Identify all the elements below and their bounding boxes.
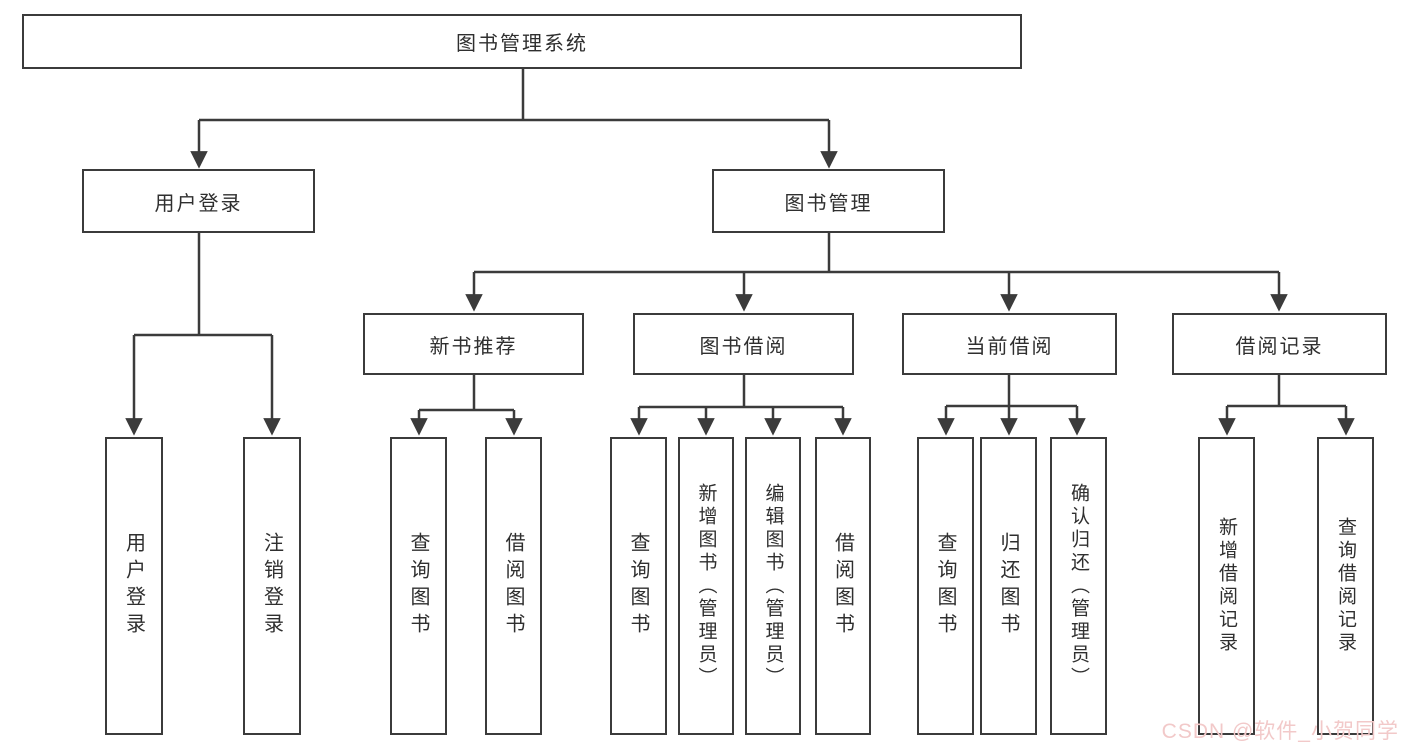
edge-borrowrecord-to-leaves	[1218, 375, 1355, 436]
edge-newbook-to-leaves	[410, 375, 523, 436]
leaf-record-query-borrow-record: 查询借阅记录	[1317, 437, 1374, 735]
edge-bookborrow-to-leaves	[630, 375, 852, 436]
leaf-borrow-query-book: 查询图书	[610, 437, 667, 735]
leaf-record-add-borrow-record: 新增借阅记录	[1198, 437, 1255, 735]
node-user-login: 用户登录	[82, 169, 315, 233]
leaf-borrow-borrow-book: 借阅图书	[815, 437, 871, 735]
leaf-borrow-edit-book-admin: 编辑图书（管理员）	[745, 437, 801, 735]
leaf-newbook-borrow-book: 借阅图书	[485, 437, 542, 735]
node-book-borrow: 图书借阅	[633, 313, 854, 375]
node-current-borrow: 当前借阅	[902, 313, 1117, 375]
leaf-logout: 注销登录	[243, 437, 301, 735]
node-new-book-recommend: 新书推荐	[363, 313, 584, 375]
leaf-newbook-query-book: 查询图书	[390, 437, 447, 735]
leaf-current-return-book: 归还图书	[980, 437, 1037, 735]
edge-currentborrow-to-leaves	[937, 375, 1086, 436]
leaf-user-login: 用户登录	[105, 437, 163, 735]
edge-userlogin-to-leaves	[125, 233, 281, 436]
node-borrow-record: 借阅记录	[1172, 313, 1387, 375]
leaf-current-query-book: 查询图书	[917, 437, 974, 735]
csdn-watermark: CSDN @软件_小贺同学	[1161, 720, 1399, 743]
edge-bookmgmt-to-level3	[465, 233, 1288, 312]
leaf-current-confirm-return-admin: 确认归还（管理员）	[1050, 437, 1107, 735]
node-root-library-system: 图书管理系统	[22, 14, 1022, 69]
node-book-management: 图书管理	[712, 169, 945, 233]
leaf-borrow-add-book-admin: 新增图书（管理员）	[678, 437, 734, 735]
edge-root-to-level2	[190, 69, 838, 169]
